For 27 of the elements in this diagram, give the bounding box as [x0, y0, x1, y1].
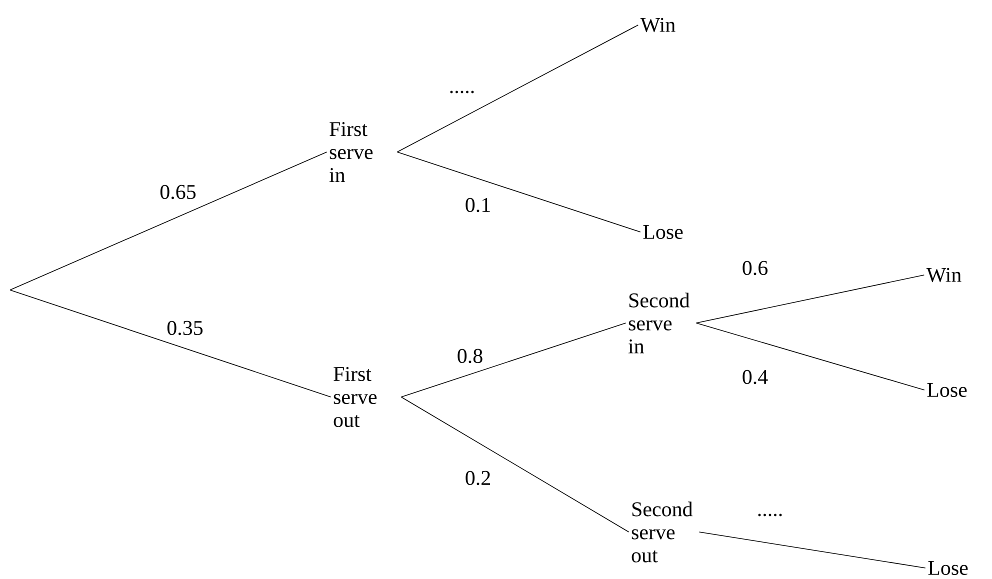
tree-node-label: Win: [640, 18, 676, 32]
tree-node-label: Second serve in: [628, 292, 690, 354]
branch-line: [10, 290, 332, 398]
tree-node-label: First serve in: [329, 122, 373, 182]
tree-node-label: Second serve out: [632, 502, 693, 562]
tree-node-label: Lose: [928, 561, 968, 575]
probability-label: 0.1: [464, 196, 492, 214]
probability-label: 0.35: [166, 320, 204, 336]
branch-line: [10, 152, 328, 290]
branch-line: [698, 532, 926, 568]
probability-label: 0.65: [158, 184, 198, 200]
tree-node-label: First serve out: [334, 366, 377, 428]
probability-label: .....: [756, 512, 784, 518]
branch-line: [400, 396, 630, 532]
tree-node-label: Lose: [643, 225, 683, 239]
branch-line: [696, 322, 925, 390]
tree-node-label: Lose: [927, 383, 967, 397]
probability-label: 0.8: [456, 348, 484, 364]
probability-label: 0.4: [740, 368, 770, 386]
probability-label: 0.6: [740, 260, 770, 276]
tree-node-label: Win: [926, 268, 962, 282]
probability-label: 0.2: [464, 470, 492, 486]
branch-line: [400, 322, 626, 398]
branch-line: [696, 274, 925, 324]
probability-label: .....: [448, 90, 476, 94]
branch-line: [396, 152, 641, 232]
branch-line: [396, 24, 639, 152]
